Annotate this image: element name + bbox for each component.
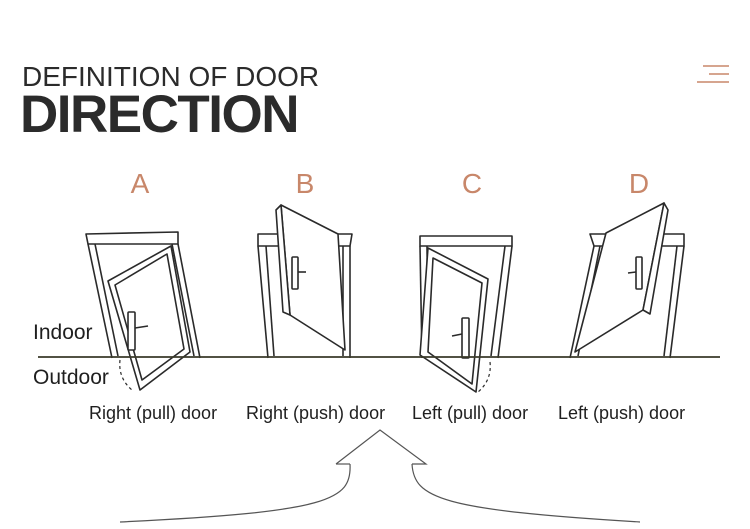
door-b-letter: B (295, 168, 315, 199)
arrow-up-icon (119, 429, 641, 523)
outdoor-label: Outdoor (33, 366, 109, 389)
menu-icon[interactable] (695, 64, 731, 84)
door-a-letter: A (130, 168, 150, 199)
door-d-label: Left (push) door (558, 403, 686, 423)
door-b-illustration (257, 204, 353, 359)
door-a-label: Right (pull) door (89, 403, 218, 423)
door-b-label: Right (push) door (246, 403, 386, 423)
door-d-letter: D (628, 168, 650, 199)
door-c-label: Left (pull) door (412, 403, 529, 423)
indoor-label: Indoor (33, 321, 93, 344)
title-line-1: DEFINITION OF DOOR (22, 61, 320, 92)
page-title: DIRECTION (20, 85, 300, 144)
door-c-illustration (419, 235, 513, 393)
door-c-letter: C (461, 168, 483, 199)
door-d-illustration (569, 202, 685, 359)
door-a-illustration (85, 231, 201, 391)
